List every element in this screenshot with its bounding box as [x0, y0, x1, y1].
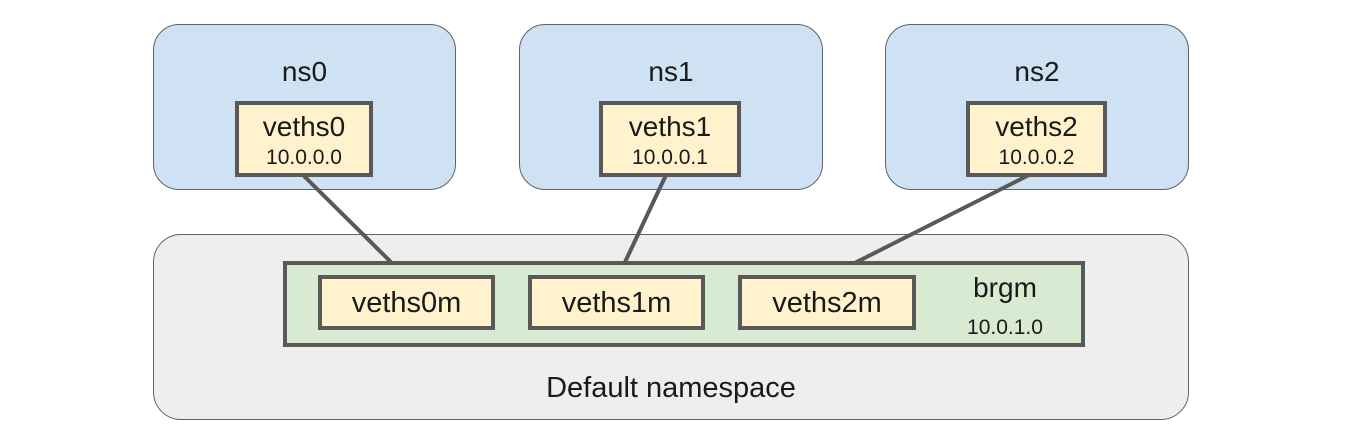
interface-veths2m[interactable]: veths2m: [738, 275, 916, 330]
interface-name: veths1: [628, 111, 712, 142]
interface-veths1[interactable]: veths1 10.0.0.1: [599, 101, 741, 177]
interface-ip: 10.0.0.2: [998, 146, 1075, 169]
interface-veths2[interactable]: veths2 10.0.0.2: [966, 101, 1107, 177]
interface-name: veths2: [995, 111, 1078, 142]
link-veths0-veths0m: [301, 173, 408, 279]
namespace-label: ns2: [1014, 56, 1060, 87]
interface-ip: 10.0.0.0: [266, 146, 342, 169]
interface-veths0[interactable]: veths0 10.0.0.0: [235, 101, 373, 177]
namespace-label: ns0: [281, 56, 328, 87]
link-veths2-veths2m: [826, 173, 1030, 279]
interface-name: veths0: [262, 111, 346, 142]
interface-veths0m[interactable]: veths0m: [318, 275, 495, 330]
namespace-label: ns1: [648, 56, 694, 87]
default-namespace-label: Default namespace: [546, 372, 796, 404]
bridge-name: brgm: [973, 272, 1037, 303]
interface-ip: 10.0.0.1: [632, 146, 708, 169]
bridge-ip: 10.0.1.0: [967, 316, 1043, 339]
link-veths1-veths1m: [616, 174, 668, 278]
interface-veths1m[interactable]: veths1m: [528, 275, 705, 330]
